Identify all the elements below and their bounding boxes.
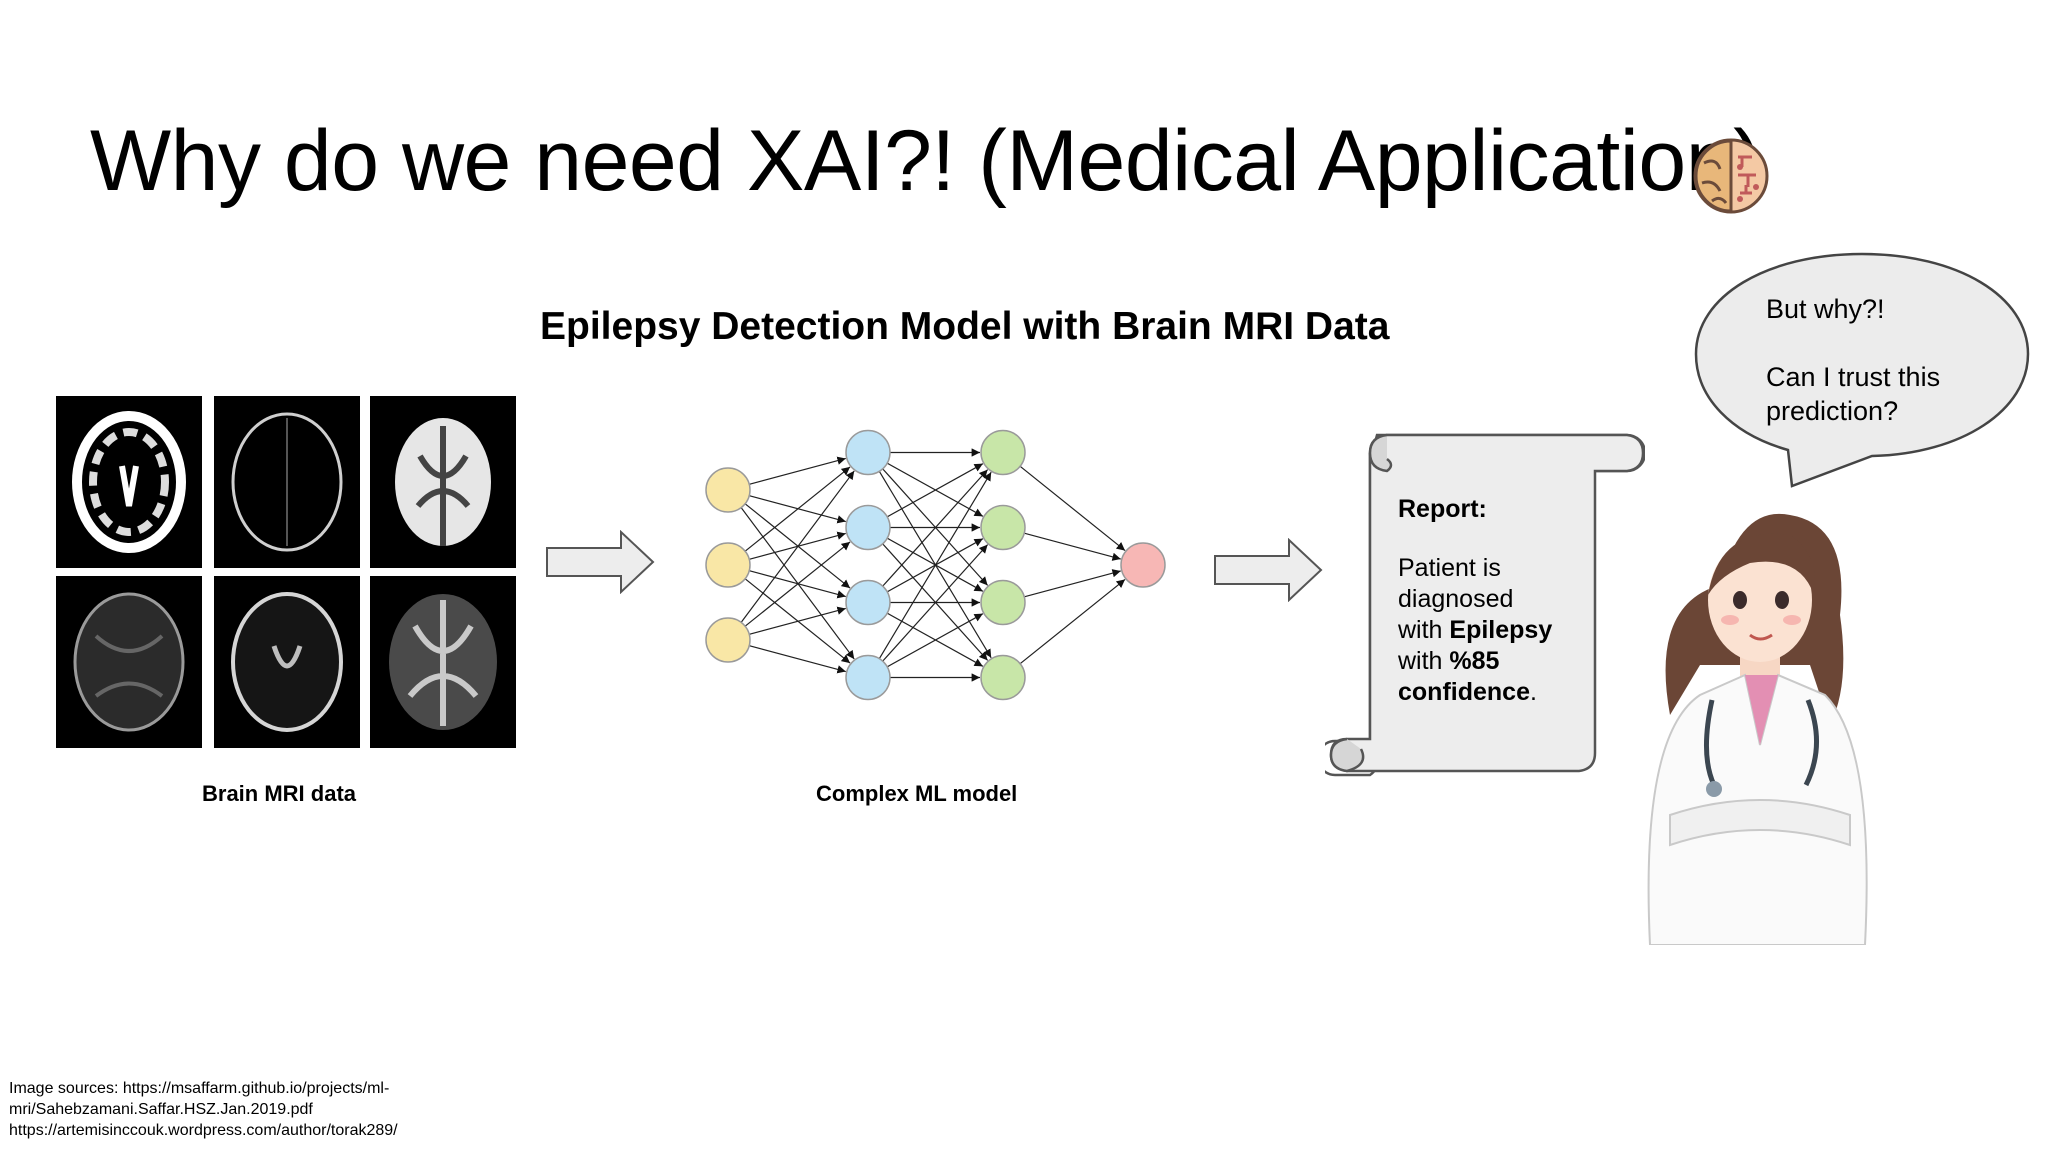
confidence-value: %85 — [1449, 647, 1500, 675]
model-caption: Complex ML model — [816, 781, 1018, 806]
network-edge — [749, 606, 846, 635]
doctor-illustration — [1647, 513, 1868, 945]
report-text-fragment: . — [1529, 678, 1537, 706]
confidence-label: confidence — [1398, 678, 1530, 706]
mri-scan-3 — [370, 396, 516, 568]
speech-bubble-text: But why?! Can I trust this prediction? — [1766, 292, 2006, 428]
network-node — [705, 542, 751, 588]
bubble-line: Can I trust this prediction? — [1766, 362, 1941, 426]
network-edge — [886, 463, 984, 518]
credits-line: https://artemisinccouk.wordpress.com/aut… — [9, 1122, 398, 1139]
neural-network-diagram — [705, 429, 1166, 701]
mri-scan-2 — [214, 396, 360, 568]
network-edge — [749, 645, 846, 674]
report-title: Report: — [1398, 495, 1487, 523]
network-edge — [882, 469, 989, 587]
mri-image-grid — [52, 392, 517, 750]
report-line: Patient is — [1398, 554, 1501, 582]
mri-scan-4 — [56, 576, 202, 748]
report-text-fragment: with — [1398, 616, 1450, 644]
speech-bubble — [1694, 252, 2030, 488]
network-node — [980, 504, 1026, 551]
network-edge — [886, 613, 984, 668]
network-edge — [1024, 569, 1121, 598]
mri-scan-1 — [56, 396, 202, 568]
network-edge — [1019, 465, 1126, 552]
report-line: with %85 — [1398, 646, 1598, 677]
network-node — [980, 654, 1026, 701]
network-edge — [740, 470, 855, 623]
network-edge — [744, 541, 851, 627]
report-text: Report: Patient is diagnosed with Epilep… — [1398, 494, 1598, 708]
arrow-right-icon — [546, 530, 655, 594]
credits-line: Image sources: https://msaffarm.github.i… — [9, 1080, 390, 1097]
network-node — [845, 504, 891, 551]
report-text-fragment: with — [1398, 647, 1450, 675]
network-edge — [744, 466, 851, 552]
network-edge — [1019, 578, 1126, 665]
network-node — [845, 579, 891, 626]
mri-scan-6 — [370, 576, 516, 748]
diagnosis-label: Epilepsy — [1449, 616, 1553, 644]
network-edge — [882, 544, 989, 662]
network-edge — [878, 471, 992, 659]
image-sources: Image sources: https://msaffarm.github.i… — [9, 1078, 449, 1141]
network-node — [1120, 542, 1166, 588]
network-node — [980, 579, 1026, 626]
credits-line: mri/Sahebzamani.Saffar.HSZ.Jan.2019.pdf — [9, 1101, 313, 1118]
slide-title: Why do we need XAI?! (Medical Applicatio… — [90, 113, 1762, 209]
network-node — [845, 654, 891, 701]
network-edge — [749, 456, 846, 485]
mri-caption: Brain MRI data — [202, 781, 357, 806]
network-node — [980, 429, 1026, 476]
brain-emoji-icon — [1693, 138, 1769, 214]
diagram-subtitle: Epilepsy Detection Model with Brain MRI … — [540, 305, 1390, 348]
network-node — [705, 467, 751, 513]
arrow-right-icon — [1214, 538, 1323, 602]
bubble-line: But why?! — [1766, 294, 1885, 324]
network-edge — [1024, 532, 1121, 561]
mri-scan-5 — [214, 576, 360, 748]
network-node — [845, 429, 891, 476]
report-scroll — [1325, 433, 1645, 777]
report-line: diagnosed — [1398, 585, 1514, 613]
report-line: confidence. — [1398, 677, 1598, 708]
report-line: with Epilepsy — [1398, 615, 1598, 646]
network-node — [705, 617, 751, 663]
